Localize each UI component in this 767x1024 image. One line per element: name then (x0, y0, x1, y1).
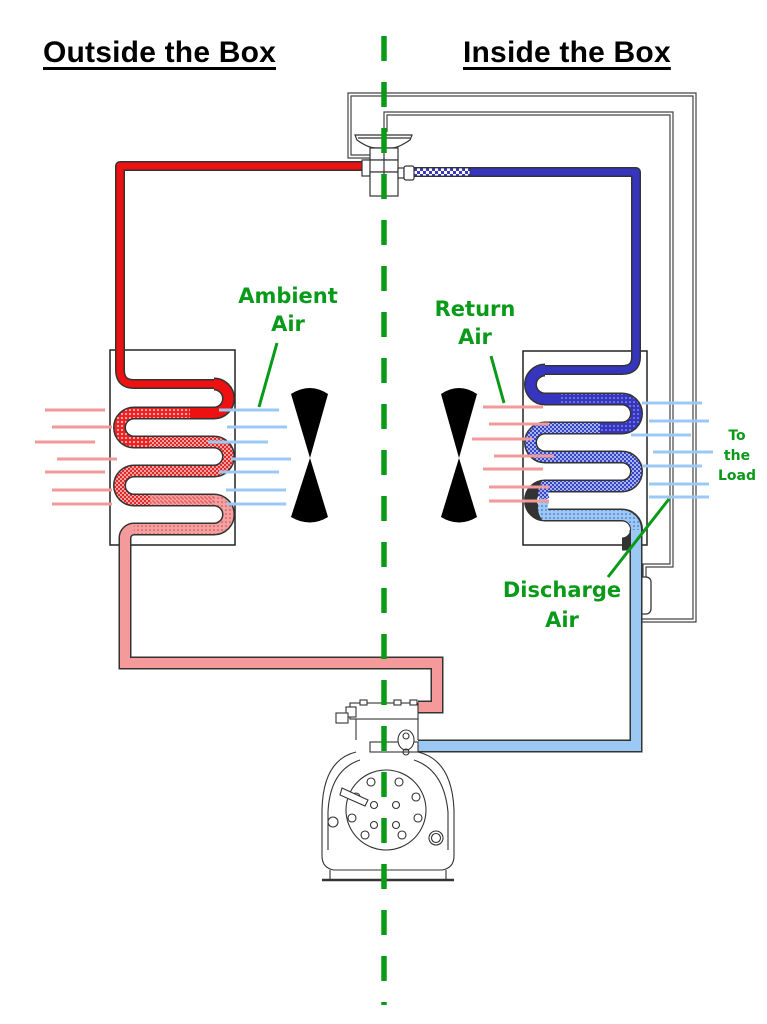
ambient-air-leader-line (257, 342, 279, 408)
capillary-tube (347, 92, 697, 623)
to-the-load-label: To the Load (718, 428, 756, 484)
svg-text:Ambient: Ambient (238, 284, 338, 308)
ambient-air-streams (208, 408, 291, 506)
svg-text:Air: Air (545, 608, 579, 632)
expansion-outlet-mix (412, 167, 471, 177)
svg-text:Return: Return (435, 297, 516, 321)
svg-text:Air: Air (458, 325, 492, 349)
evaporator-fan-icon (441, 388, 477, 523)
return-air-label: Return Air (435, 297, 516, 404)
return-air-streams (472, 405, 554, 503)
hot-gas-line (116, 162, 368, 388)
condenser-serpentine (113, 377, 235, 539)
svg-text:the: the (724, 448, 750, 464)
svg-text:Discharge: Discharge (503, 578, 621, 602)
svg-text:Air: Air (271, 312, 305, 336)
suction-line-outline (418, 530, 643, 753)
warm-air-streams-outside (35, 408, 117, 506)
discharge-air-leader-line (606, 498, 671, 578)
cold-refrigerant-line (470, 168, 640, 374)
cold-line-outline (413, 167, 641, 375)
condenser-fan-icon (291, 388, 328, 523)
svg-text:To: To (728, 428, 746, 444)
discharge-air-label: Discharge Air (503, 498, 671, 632)
discharge-air-streams (631, 401, 713, 499)
compressor (321, 699, 455, 882)
return-air-leader-line (489, 355, 506, 404)
suction-line (418, 530, 641, 751)
inside-the-box-heading: Inside the Box (463, 36, 671, 69)
warm-liquid-line (120, 538, 442, 712)
svg-text:Load: Load (718, 468, 756, 484)
liquid-line-outline (118, 538, 444, 714)
outside-the-box-heading: Outside the Box (43, 36, 277, 69)
ambient-air-label: Ambient Air (238, 284, 338, 408)
